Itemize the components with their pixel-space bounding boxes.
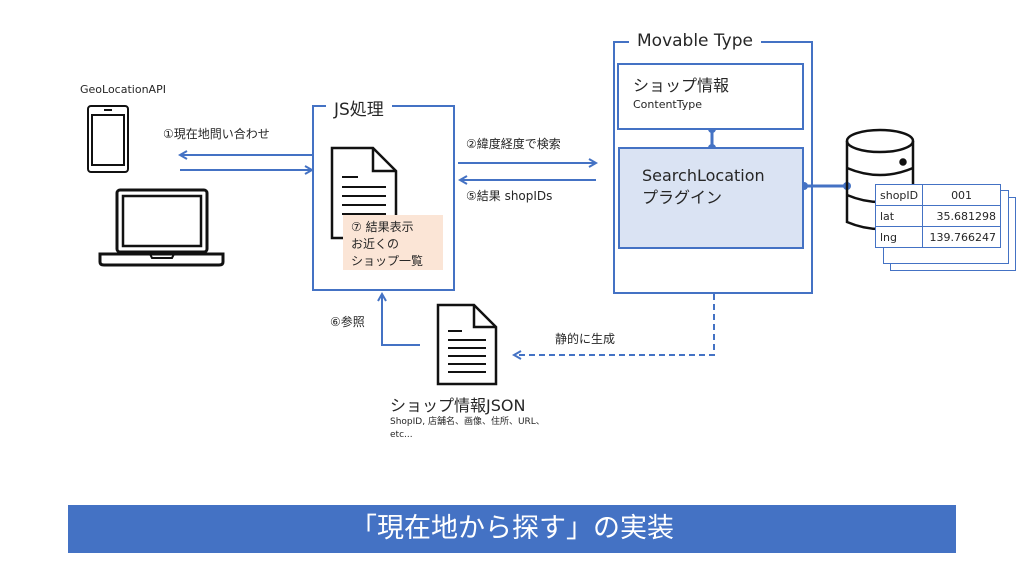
shop-info-title: ショップ情報 bbox=[633, 76, 730, 95]
contenttype-subtitle: ContentType bbox=[633, 98, 703, 111]
step6-label: ⑥参照 bbox=[330, 315, 365, 329]
record-key: lng bbox=[874, 226, 924, 248]
record-row: shopID 001 bbox=[874, 184, 1001, 206]
note-line-2: お近くの bbox=[351, 237, 400, 251]
record-key: shopID bbox=[874, 184, 924, 206]
shop-info-contenttype-box: ショップ情報 ContentType bbox=[617, 63, 804, 130]
record-value: 139.766247 bbox=[922, 226, 1001, 248]
step2-label: ②緯度経度で検索 bbox=[466, 137, 561, 151]
js-processing-box: JS処理 bbox=[312, 95, 455, 291]
shop-json-desc-line2: etc... bbox=[390, 430, 413, 440]
movable-type-title: Movable Type bbox=[629, 31, 761, 51]
laptop-icon bbox=[98, 188, 225, 267]
static-generation-arrow bbox=[514, 294, 715, 355]
record-value: 001 bbox=[922, 184, 1001, 206]
result-display-note: ⑦ 結果表示 お近くの ショップ一覧 bbox=[343, 215, 443, 270]
shop-json-title: ショップ情報JSON bbox=[390, 396, 526, 415]
movable-type-box: Movable Type bbox=[613, 31, 813, 294]
record-key: lat bbox=[874, 205, 924, 227]
note-line-1: ⑦ 結果表示 bbox=[351, 220, 414, 234]
shop-json-desc-line1: ShopID, 店舗名、画像、住所、URL、 bbox=[390, 417, 545, 427]
smartphone-icon bbox=[87, 105, 129, 173]
note-line-3: ショップ一覧 bbox=[351, 254, 424, 268]
json-document-icon bbox=[436, 303, 498, 386]
record-value: 35.681298 bbox=[922, 205, 1001, 227]
step1-label: ①現在地問い合わせ bbox=[163, 127, 270, 141]
step5-label: ⑤結果 shopIDs bbox=[466, 189, 553, 203]
geolocation-api-label: GeoLocationAPI bbox=[80, 83, 166, 96]
record-row: lng 139.766247 bbox=[874, 226, 1001, 248]
shop-record-table: shopID 001 lat 35.681298 lng 139.766247 bbox=[874, 184, 1001, 248]
searchlocation-plugin-box: SearchLocation プラグイン bbox=[618, 147, 804, 249]
title-banner: 「現在地から探す」の実装 bbox=[68, 505, 956, 553]
record-row: lat 35.681298 bbox=[874, 205, 1001, 227]
step6-arrow bbox=[382, 294, 420, 346]
plugin-label: プラグイン bbox=[642, 188, 723, 207]
static-generation-label: 静的に生成 bbox=[555, 332, 616, 346]
plugin-name: SearchLocation bbox=[642, 166, 765, 185]
js-processing-title: JS処理 bbox=[326, 95, 392, 120]
